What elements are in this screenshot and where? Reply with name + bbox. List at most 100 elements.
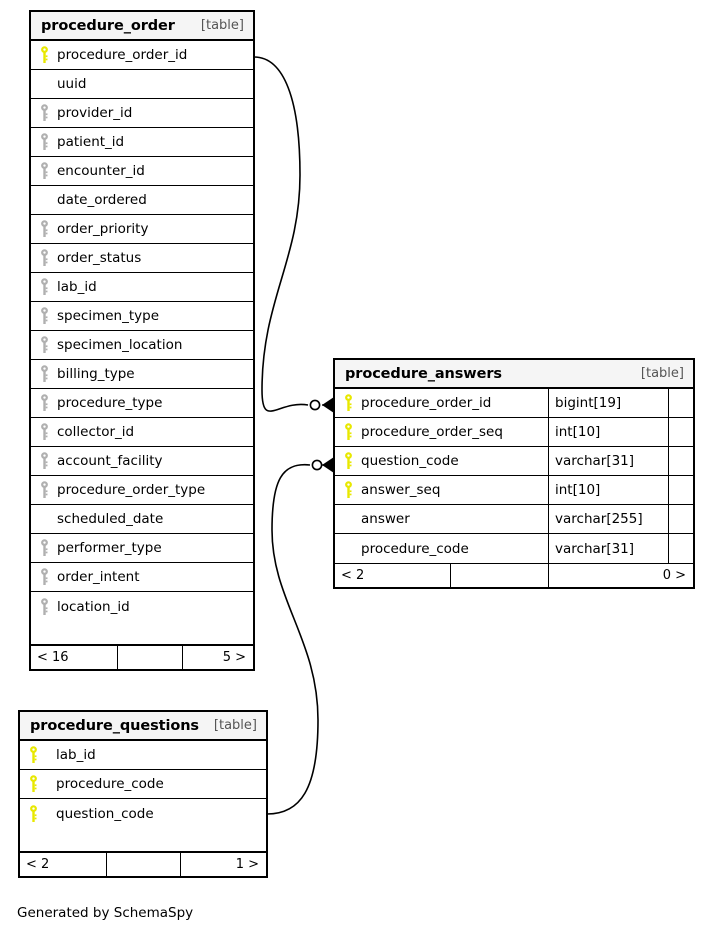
footer-spacer [117, 646, 182, 669]
foreign-key-icon [31, 365, 57, 383]
table-row[interactable]: order_priority [31, 215, 253, 244]
column-name-cell: lab_id [31, 273, 253, 301]
table-row[interactable]: question_code [20, 799, 266, 828]
column-name: uuid [57, 76, 87, 92]
footer-parent-count[interactable]: < 2 [26, 857, 50, 872]
table-row[interactable]: lab_id [31, 273, 253, 302]
table-row[interactable]: procedure_order_id [31, 41, 253, 70]
table-row[interactable]: account_facility [31, 447, 253, 476]
column-name: question_code [361, 453, 459, 469]
table-title: procedure_questions [30, 717, 199, 734]
table-row[interactable]: lab_id [20, 741, 266, 770]
column-name-cell: procedure_type [31, 389, 253, 417]
column-name-cell: procedure_order_seq [335, 418, 548, 446]
footer-parent-count[interactable]: < 16 [37, 650, 69, 665]
column-extra-cell [668, 476, 693, 504]
footer-parent-count[interactable]: < 2 [341, 568, 365, 583]
primary-key-icon [20, 804, 46, 823]
column-name-cell: order_intent [31, 563, 253, 591]
table-row[interactable]: procedure_order_id bigint[19] [335, 389, 693, 418]
column-name-cell: billing_type [31, 360, 253, 388]
footer-spacer [450, 564, 548, 587]
column-name: answer_seq [361, 482, 441, 498]
table-footer-procedure-answers: < 2 0 > [335, 563, 693, 587]
footer-child-count[interactable]: 0 > [548, 564, 693, 587]
table-procedure-order[interactable]: procedure_order [table] procedure_order_… [29, 10, 255, 671]
table-row[interactable]: scheduled_date [31, 505, 253, 534]
column-name-cell: collector_id [31, 418, 253, 446]
column-name-cell: specimen_type [31, 302, 253, 330]
column-name: order_intent [57, 569, 140, 585]
column-type: bigint[19] [548, 389, 668, 417]
table-row[interactable]: location_id [31, 592, 253, 621]
column-name: lab_id [57, 279, 97, 295]
footer-child-count[interactable]: 5 > [182, 646, 253, 669]
foreign-key-icon [31, 423, 57, 441]
table-row[interactable]: provider_id [31, 99, 253, 128]
table-row[interactable]: procedure_type [31, 389, 253, 418]
more-columns-indicator [20, 828, 266, 852]
column-name: specimen_location [57, 337, 183, 353]
column-name: procedure_type [57, 395, 163, 411]
column-name: order_priority [57, 221, 149, 237]
table-type-tag: [table] [640, 366, 684, 381]
foreign-key-icon [31, 133, 57, 151]
table-row[interactable]: patient_id [31, 128, 253, 157]
column-name: specimen_type [57, 308, 160, 324]
table-row[interactable]: order_intent [31, 563, 253, 592]
column-type: varchar[31] [548, 534, 668, 563]
column-name-cell: location_id [31, 592, 253, 621]
relationship-endpoints [309, 397, 334, 473]
table-procedure-answers[interactable]: procedure_answers [table] procedure_orde… [333, 358, 695, 589]
table-row[interactable]: performer_type [31, 534, 253, 563]
column-name-cell: date_ordered [31, 186, 253, 214]
column-name: procedure_order_id [57, 47, 188, 63]
column-name-cell: answer_seq [335, 476, 548, 504]
foreign-key-icon [31, 278, 57, 296]
table-row[interactable]: procedure_order_type [31, 476, 253, 505]
table-row[interactable]: specimen_type [31, 302, 253, 331]
column-name: scheduled_date [57, 511, 164, 527]
table-title: procedure_answers [345, 365, 502, 382]
table-row[interactable]: procedure_code [20, 770, 266, 799]
column-name: procedure_order_id [361, 395, 492, 411]
foreign-key-icon [31, 539, 57, 557]
primary-key-icon [335, 394, 361, 412]
table-header-procedure-answers: procedure_answers [table] [335, 360, 693, 389]
column-name: answer [361, 511, 410, 527]
primary-key-icon [20, 746, 46, 764]
table-row[interactable]: billing_type [31, 360, 253, 389]
foreign-key-icon [31, 452, 57, 470]
foreign-key-icon [31, 249, 57, 267]
table-title: procedure_order [41, 17, 175, 34]
column-name-cell: order_priority [31, 215, 253, 243]
foreign-key-icon [31, 481, 57, 499]
column-name-cell: account_facility [31, 447, 253, 475]
table-type-tag: [table] [213, 718, 257, 733]
table-row[interactable]: encounter_id [31, 157, 253, 186]
column-name: order_status [57, 250, 142, 266]
table-row[interactable]: order_status [31, 244, 253, 273]
table-row[interactable]: date_ordered [31, 186, 253, 215]
column-name-cell: patient_id [31, 128, 253, 156]
column-name-cell: encounter_id [31, 157, 253, 185]
primary-key-icon [335, 452, 361, 470]
table-row[interactable]: specimen_location [31, 331, 253, 360]
column-name-cell: procedure_order_id [335, 389, 548, 417]
column-name: question_code [56, 805, 154, 822]
foreign-key-icon [31, 394, 57, 412]
table-row[interactable]: uuid [31, 70, 253, 99]
foreign-key-icon [31, 568, 57, 586]
footer-child-count[interactable]: 1 > [180, 853, 266, 876]
column-name: procedure_order_seq [361, 424, 503, 440]
table-footer-procedure-order: < 16 5 > [31, 645, 253, 669]
table-row[interactable]: collector_id [31, 418, 253, 447]
